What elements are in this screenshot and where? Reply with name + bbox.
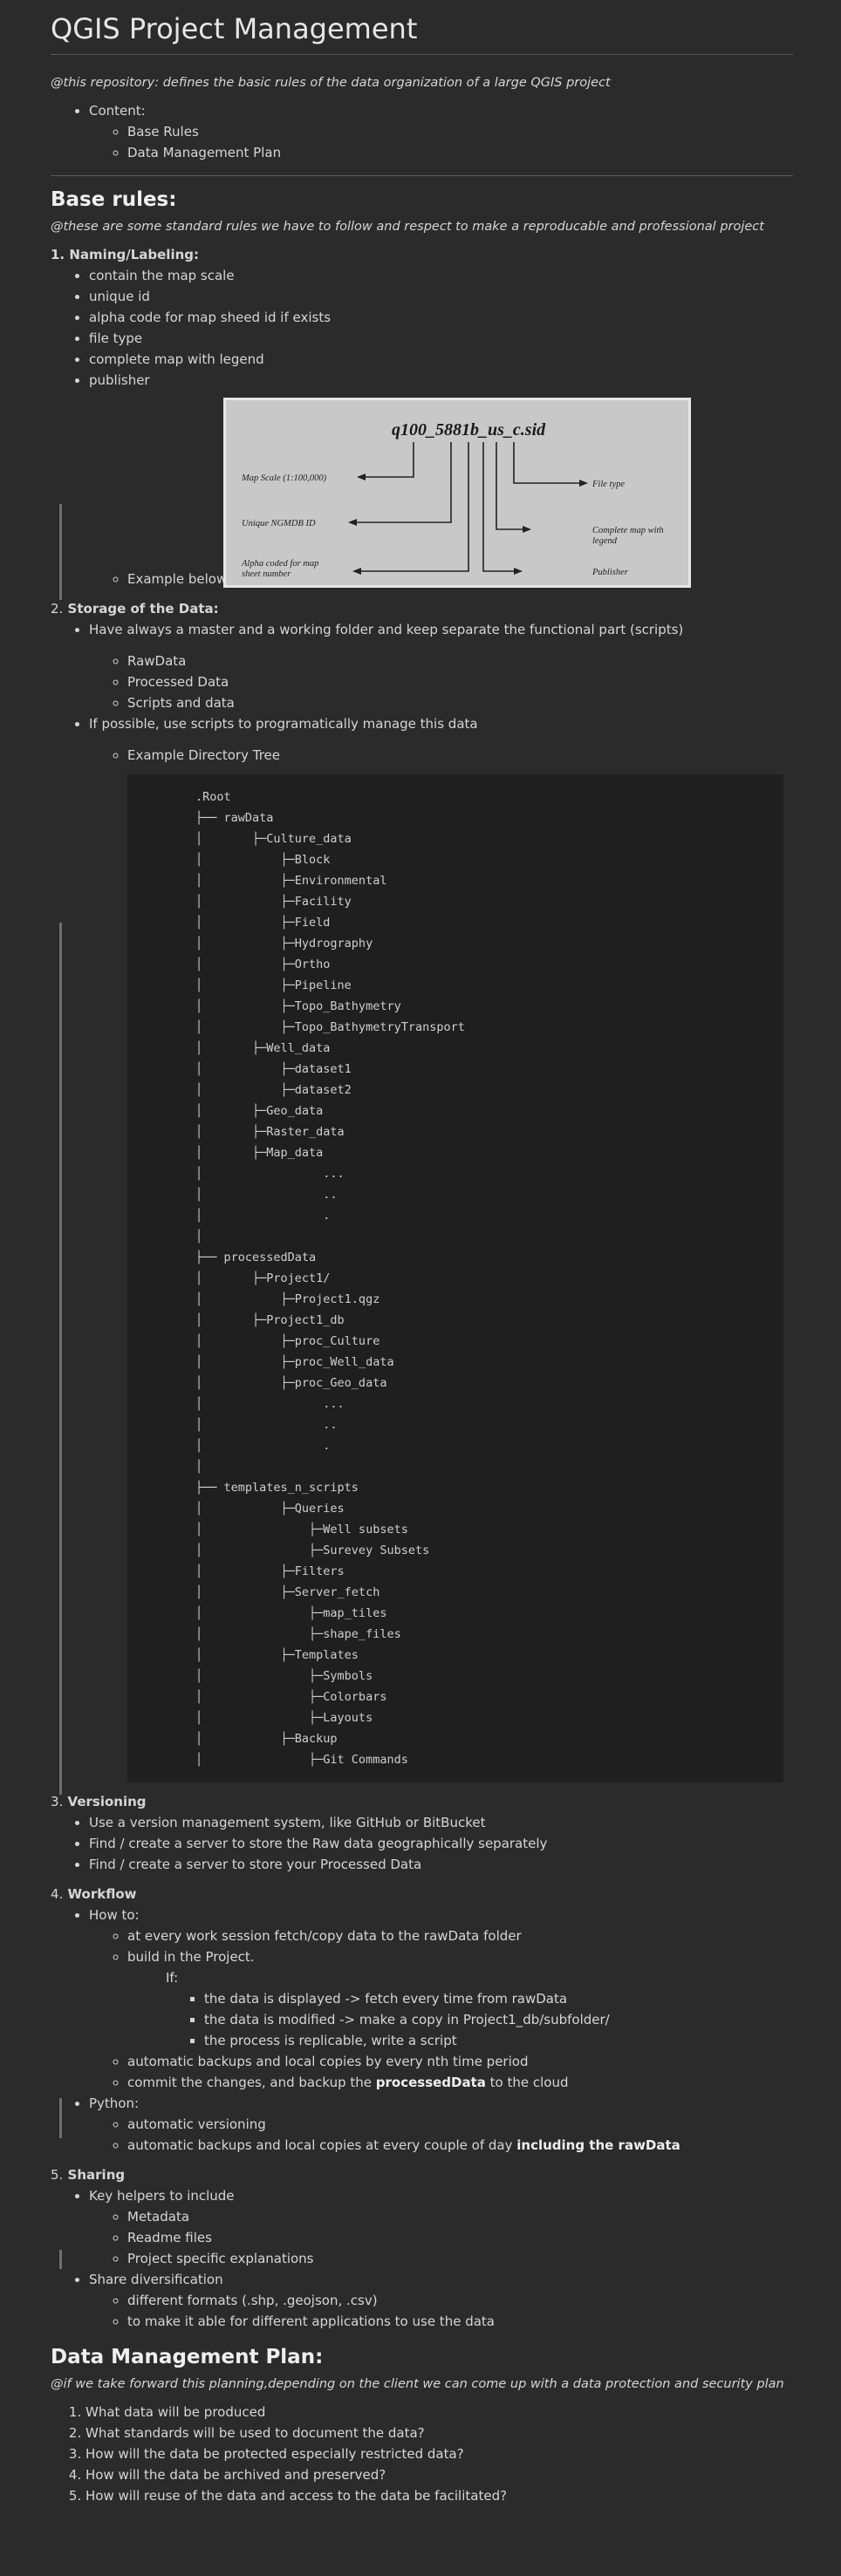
naming-diagram: q100_5881b_us_c.sid bbox=[241, 420, 664, 579]
list-item: build in the Project. bbox=[127, 1946, 793, 1967]
section-title: 2. Storage of the Data: bbox=[51, 601, 219, 617]
naming-example-image: q100_5881b_us_c.sid bbox=[223, 398, 691, 588]
list-item: Python: automatic versioning automatic b… bbox=[89, 2093, 793, 2156]
quote-bar bbox=[59, 2250, 62, 2269]
list-item: automatic backups and local copies by ev… bbox=[127, 2051, 793, 2072]
list-item: Key helpers to include Metadata Readme f… bbox=[89, 2185, 793, 2269]
section-title: 1. Naming/Labeling: bbox=[51, 247, 200, 262]
divider bbox=[51, 175, 793, 176]
list-item: If possible, use scripts to programatica… bbox=[89, 713, 793, 766]
quote-bar bbox=[59, 504, 62, 600]
list-item: Processed Data bbox=[127, 671, 793, 692]
list-item: Example Directory Tree bbox=[127, 745, 793, 766]
if-label: If: bbox=[166, 1970, 179, 1986]
list-item: How to: at every work session fetch/copy… bbox=[89, 1905, 793, 2093]
list-item: automatic versioning bbox=[127, 2114, 793, 2135]
list-item: Have always a master and a working folde… bbox=[89, 619, 793, 713]
list-item: different formats (.shp, .geojson, .csv) bbox=[127, 2290, 793, 2311]
toc-list: Content: Base Rules Data Management Plan bbox=[51, 100, 793, 163]
example-label: Example below: bbox=[127, 569, 793, 589]
plan-subtitle: @if we take forward this planning,depend… bbox=[51, 2377, 784, 2391]
toc-item[interactable]: Base Rules bbox=[127, 121, 793, 142]
image-label: sheet number bbox=[242, 569, 291, 579]
section-title: 4. Workflow bbox=[51, 1886, 137, 1902]
list-item: Readme files bbox=[127, 2227, 793, 2248]
list-item: Use a version management system, like Gi… bbox=[89, 1812, 793, 1833]
section-sharing: 5. Sharing Key helpers to include Metada… bbox=[51, 2164, 793, 2332]
list-item: Metadata bbox=[127, 2206, 793, 2227]
page-title: QGIS Project Management bbox=[51, 12, 793, 55]
list-item: Project specific explanations bbox=[127, 2248, 793, 2269]
section-workflow: 4. Workflow How to: at every work sessio… bbox=[51, 1884, 793, 2156]
document: QGIS Project Management @this repository… bbox=[0, 0, 841, 2524]
filename-label: q100_5881b_us_c.sid bbox=[392, 420, 546, 440]
toc-label: Content: Base Rules Data Management Plan bbox=[89, 100, 793, 163]
plan-list: What data will be produced What standard… bbox=[51, 2402, 793, 2506]
list-item: to make it able for different applicatio… bbox=[127, 2311, 793, 2332]
list-item: the data is displayed -> fetch every tim… bbox=[204, 1988, 793, 2009]
section-title: 3. Versioning bbox=[51, 1794, 147, 1809]
quote-bar bbox=[59, 2098, 62, 2138]
section-title: 5. Sharing bbox=[51, 2167, 126, 2183]
image-label: File type bbox=[591, 480, 625, 489]
list-item: complete map with legend bbox=[89, 349, 793, 370]
plan-item: What standards will be used to document … bbox=[85, 2423, 793, 2443]
list-item: Find / create a server to store your Pro… bbox=[89, 1854, 793, 1875]
section-versioning: 3. Versioning Use a version management s… bbox=[51, 1791, 793, 1875]
list-item: file type bbox=[89, 328, 793, 349]
list-item: alpha code for map sheed id if exists bbox=[89, 307, 793, 328]
image-label: legend bbox=[592, 536, 618, 546]
base-rules-subtitle: @these are some standard rules we have t… bbox=[51, 220, 764, 234]
list-item: commit the changes, and backup the proce… bbox=[127, 2072, 793, 2093]
list-item: the data is modified -> make a copy in P… bbox=[204, 2009, 793, 2030]
image-label: Alpha coded for map bbox=[241, 559, 318, 569]
list-item: the process is replicable, write a scrip… bbox=[204, 2030, 793, 2051]
list-item: unique id bbox=[89, 286, 793, 307]
image-label: Unique NGMDB ID bbox=[242, 519, 316, 528]
base-rules-heading: Base rules: bbox=[51, 188, 177, 211]
list-item: Scripts and data bbox=[127, 692, 793, 713]
list-item: contain the map scale bbox=[89, 265, 793, 286]
list-item: automatic backups and local copies at ev… bbox=[127, 2135, 793, 2156]
section-naming: 1. Naming/Labeling: contain the map scal… bbox=[51, 244, 793, 600]
intro-text: @this repository: defines the basic rule… bbox=[51, 76, 611, 90]
toc-item[interactable]: Data Management Plan bbox=[127, 142, 793, 163]
list-item: Share diversification different formats … bbox=[89, 2269, 793, 2332]
list-item: publisher bbox=[89, 370, 793, 391]
list-item: at every work session fetch/copy data to… bbox=[127, 1925, 793, 1946]
image-label: Publisher bbox=[591, 568, 629, 577]
plan-item: What data will be produced bbox=[85, 2402, 793, 2423]
plan-item: How will the data be protected especiall… bbox=[85, 2443, 793, 2464]
section-storage: 2. Storage of the Data: Have always a ma… bbox=[51, 598, 793, 1795]
plan-item: How will reuse of the data and access to… bbox=[85, 2485, 793, 2506]
image-label: Complete map with bbox=[592, 526, 664, 535]
directory-tree: .Root ├── rawData │ ├─Culture_data │ ├─B… bbox=[127, 774, 783, 1782]
quote-bar bbox=[59, 923, 62, 1795]
plan-heading: Data Management Plan: bbox=[51, 2346, 324, 2368]
image-label: Map Scale (1:100,000) bbox=[241, 474, 327, 483]
plan-item: How will the data be archived and preser… bbox=[85, 2464, 793, 2485]
list-item: RawData bbox=[127, 651, 793, 671]
list-item: Find / create a server to store the Raw … bbox=[89, 1833, 793, 1854]
